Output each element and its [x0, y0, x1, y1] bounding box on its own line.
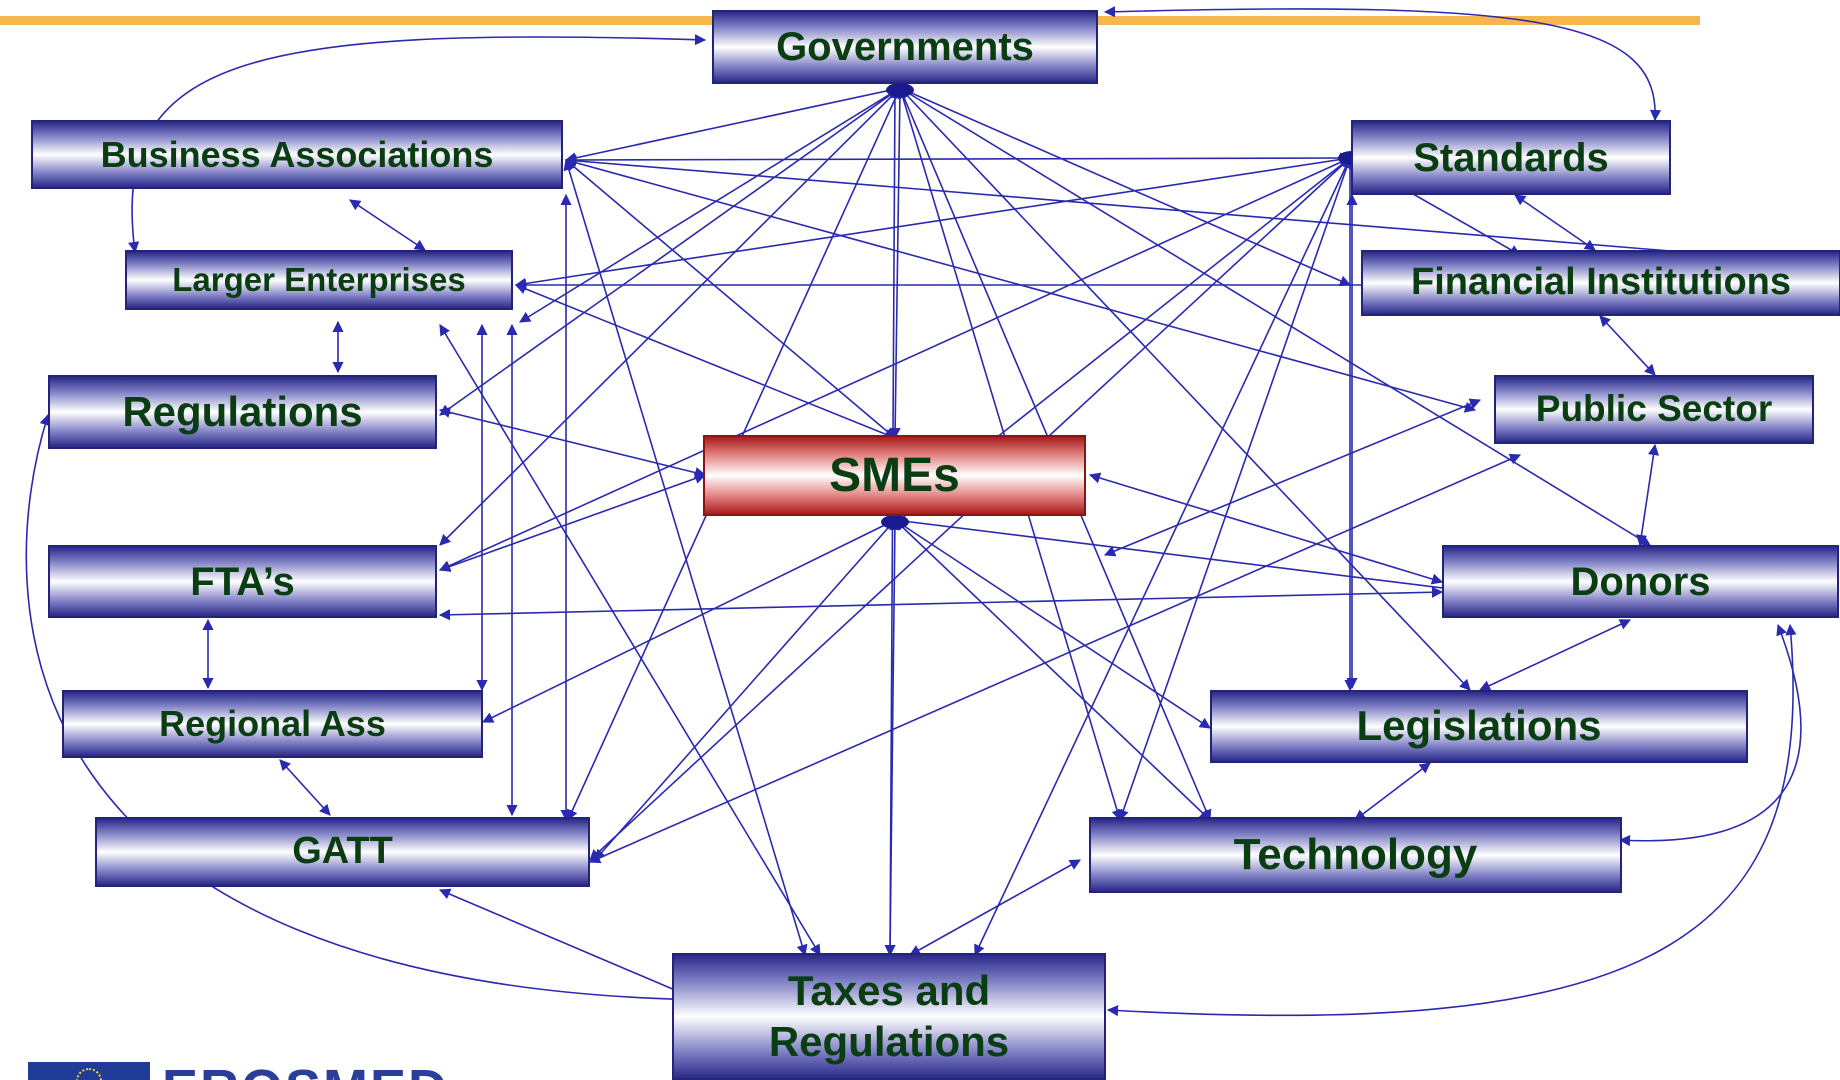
- connector-arrow: [438, 586, 1444, 621]
- connector-arrow: [894, 519, 1211, 821]
- node-business-associations: Business Associations: [31, 120, 563, 189]
- taxes-label-line2: Regulations: [768, 1017, 1010, 1065]
- connector-arrows: [25, 6, 1840, 1017]
- node-financial-institutions: Financial Institutions: [1361, 250, 1840, 316]
- connector-arrow: [519, 87, 901, 323]
- connector-arrow: [514, 283, 897, 440]
- connector-arrow: [1599, 315, 1656, 376]
- connector-arrow: [481, 519, 897, 723]
- node-legislations: Legislations: [1210, 690, 1748, 763]
- connector-curve: [1106, 623, 1797, 1017]
- connector-arrow: [894, 519, 1211, 729]
- node-gatt: GATT: [95, 817, 590, 887]
- hub-dot: [881, 515, 909, 529]
- connector-arrow: [594, 519, 896, 861]
- node-standards: Standards: [1351, 120, 1671, 195]
- connector-arrow: [514, 153, 1352, 290]
- connector-arrow: [1103, 398, 1482, 557]
- connector-arrow: [1478, 619, 1632, 691]
- connector-arrow: [563, 158, 808, 957]
- connector-arrow: [438, 888, 712, 1007]
- node-governments: Governments: [712, 10, 1098, 84]
- connector-arrow: [1354, 762, 1431, 821]
- connector-arrow: [438, 473, 707, 572]
- connector-curve: [1618, 623, 1802, 847]
- hub-dot: [886, 83, 914, 97]
- eu-flag-icon: [28, 1062, 150, 1080]
- node-ftas: FTA’s: [48, 545, 437, 618]
- connector-arrow: [588, 453, 1522, 864]
- taxes-label-line1: Taxes and: [787, 967, 991, 1015]
- node-regional-ass: Regional Ass: [62, 690, 483, 758]
- node-regulations: Regulations: [48, 375, 437, 449]
- connector-arrow: [565, 159, 896, 439]
- node-taxes-and-regulations: Taxes and Regulations: [672, 953, 1106, 1080]
- connector-arrow: [909, 859, 1081, 956]
- node-smes: SMEs: [703, 435, 1086, 516]
- connector-arrow: [889, 86, 906, 440]
- connector-arrow: [1514, 194, 1596, 251]
- connector-arrow: [349, 199, 426, 251]
- connector-curve: [1103, 6, 1662, 122]
- node-public-sector: Public Sector: [1494, 375, 1814, 444]
- connector-arrow: [438, 406, 707, 479]
- connector-curve: [25, 413, 712, 1006]
- connector-arrow: [279, 759, 331, 816]
- node-donors: Donors: [1442, 545, 1839, 618]
- node-technology: Technology: [1089, 817, 1622, 893]
- footer-logo: EROSMED: [28, 1059, 449, 1080]
- node-larger-enterprises: Larger Enterprises: [125, 250, 513, 310]
- connector-arrow: [898, 86, 1352, 287]
- logo-text: EROSMED: [162, 1058, 449, 1080]
- connector-arrow: [564, 155, 1840, 270]
- connector-arrow: [564, 152, 1352, 166]
- connector-arrow: [1635, 443, 1660, 547]
